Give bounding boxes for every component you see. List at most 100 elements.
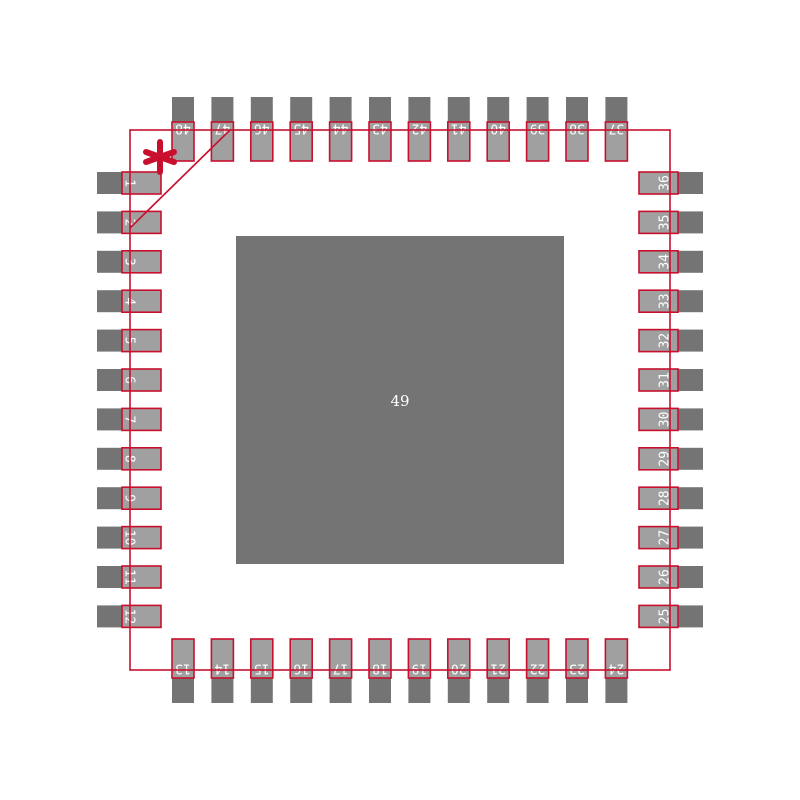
pin-pad-36: 36: [638, 171, 703, 195]
pin-pad-34: 34: [638, 250, 703, 274]
pin-lead: [677, 526, 703, 549]
pin-number-label: 25: [658, 609, 673, 625]
pin-lead: [677, 408, 703, 431]
pin-pad-47: 47: [210, 97, 235, 162]
pin-number-label: 42: [412, 121, 428, 136]
pin-pad-37: 37: [604, 97, 629, 162]
pin-pad-body: [121, 604, 162, 629]
pin-pad-body: [328, 638, 353, 679]
pin-lead: [487, 97, 510, 123]
pin-lead: [97, 250, 123, 273]
pin-pad-39: 39: [525, 97, 550, 162]
pin-number-label: 23: [569, 661, 585, 676]
pin-number-label: 28: [658, 490, 673, 506]
pin-lead: [447, 677, 470, 703]
pin-pad-41: 41: [446, 97, 471, 162]
pin-number-label: 26: [658, 569, 673, 585]
pin-pad-17: 17: [328, 638, 353, 703]
pin-pad-body: [604, 121, 629, 162]
pin-lead: [677, 369, 703, 391]
pin-lead: [677, 172, 703, 194]
pin-lead: [97, 172, 123, 194]
pin-lead: [566, 677, 588, 703]
pin-lead: [250, 677, 273, 703]
pin-pad-body: [638, 525, 679, 550]
pin-lead: [408, 677, 431, 703]
pin-pad-body: [121, 328, 162, 353]
pin-lead: [211, 97, 234, 123]
pin-number-label: 4: [122, 297, 137, 305]
pin-lead: [447, 97, 470, 123]
pin-number-label: 24: [608, 661, 624, 676]
pin-lead: [97, 290, 123, 313]
pin-pad-7: 7: [97, 407, 162, 432]
pin-lead: [97, 566, 123, 588]
pin-lead: [677, 487, 703, 510]
pin-pad-27: 27: [638, 525, 703, 550]
pin-number-label: 6: [122, 376, 137, 384]
pin-pad-body: [121, 368, 162, 392]
pin-pad-body: [121, 171, 162, 195]
pin-lead: [369, 677, 391, 703]
thermal-pad: [236, 236, 564, 564]
pin-pad-5: 5: [97, 328, 162, 353]
pin-lead: [677, 250, 703, 273]
pin-pad-body: [121, 486, 162, 511]
pin-pad-19: 19: [407, 638, 432, 703]
pin-lead: [97, 526, 123, 549]
pin-lead: [526, 677, 549, 703]
pin-number-label: 48: [175, 121, 191, 136]
pin-pad-35: 35: [638, 210, 703, 235]
pin-pad-body: [638, 250, 679, 274]
pin-pad-body: [289, 121, 314, 162]
pin-pad-48: 48: [171, 97, 195, 162]
pin-lead: [677, 290, 703, 313]
pin-pad-33: 33: [638, 289, 703, 314]
pin-pad-1: 1: [97, 171, 162, 195]
pin-pad-32: 32: [638, 328, 703, 353]
pin-number-label: 37: [609, 121, 625, 136]
pin-lead: [526, 97, 549, 123]
pin-lead: [97, 211, 123, 234]
pin-pad-body: [121, 210, 162, 235]
pin-number-label: 39: [530, 121, 546, 136]
pin1-chamfer-line: [129, 129, 231, 229]
pin-lead: [290, 97, 313, 123]
pin-pad-9: 9: [97, 486, 162, 511]
pin-number-label: 44: [333, 121, 349, 136]
pin-number-label: 7: [122, 415, 137, 423]
pin-number-label: 9: [122, 494, 137, 502]
pin-lead: [290, 677, 313, 703]
pin-pad-body: [368, 121, 392, 162]
pin-lead: [677, 447, 703, 470]
pin-pad-body: [638, 368, 679, 392]
pin-number-label: 17: [333, 661, 349, 676]
pin-number-label: 29: [658, 451, 673, 467]
pin-pad-13: 13: [171, 638, 195, 703]
pin-pad-body: [121, 565, 162, 589]
pin-number-label: 15: [254, 661, 270, 676]
pin-pad-body: [210, 638, 235, 679]
pin-pad-46: 46: [250, 97, 274, 162]
pin-pad-42: 42: [407, 97, 432, 162]
pin-lead: [677, 605, 703, 628]
pin-pad-body: [407, 121, 432, 162]
pin-pad-43: 43: [368, 97, 392, 162]
pin-pad-12: 12: [97, 604, 162, 629]
pin-pad-body: [289, 638, 314, 679]
pin-pad-4: 4: [97, 289, 162, 314]
pin-lead: [172, 97, 194, 123]
pin-pad-40: 40: [486, 97, 511, 162]
pin-pad-31: 31: [638, 368, 703, 392]
pin-pad-body: [407, 638, 432, 679]
pin-pad-10: 10: [97, 525, 162, 550]
pin-pad-8: 8: [97, 446, 162, 471]
pin-pad-body: [121, 407, 162, 432]
pin-number-label: 22: [530, 661, 546, 676]
pin-lead: [250, 97, 273, 123]
pin-pad-15: 15: [250, 638, 274, 703]
pin-pad-23: 23: [565, 638, 589, 703]
pin-pad-24: 24: [604, 638, 629, 703]
pin-pad-26: 26: [638, 565, 703, 589]
